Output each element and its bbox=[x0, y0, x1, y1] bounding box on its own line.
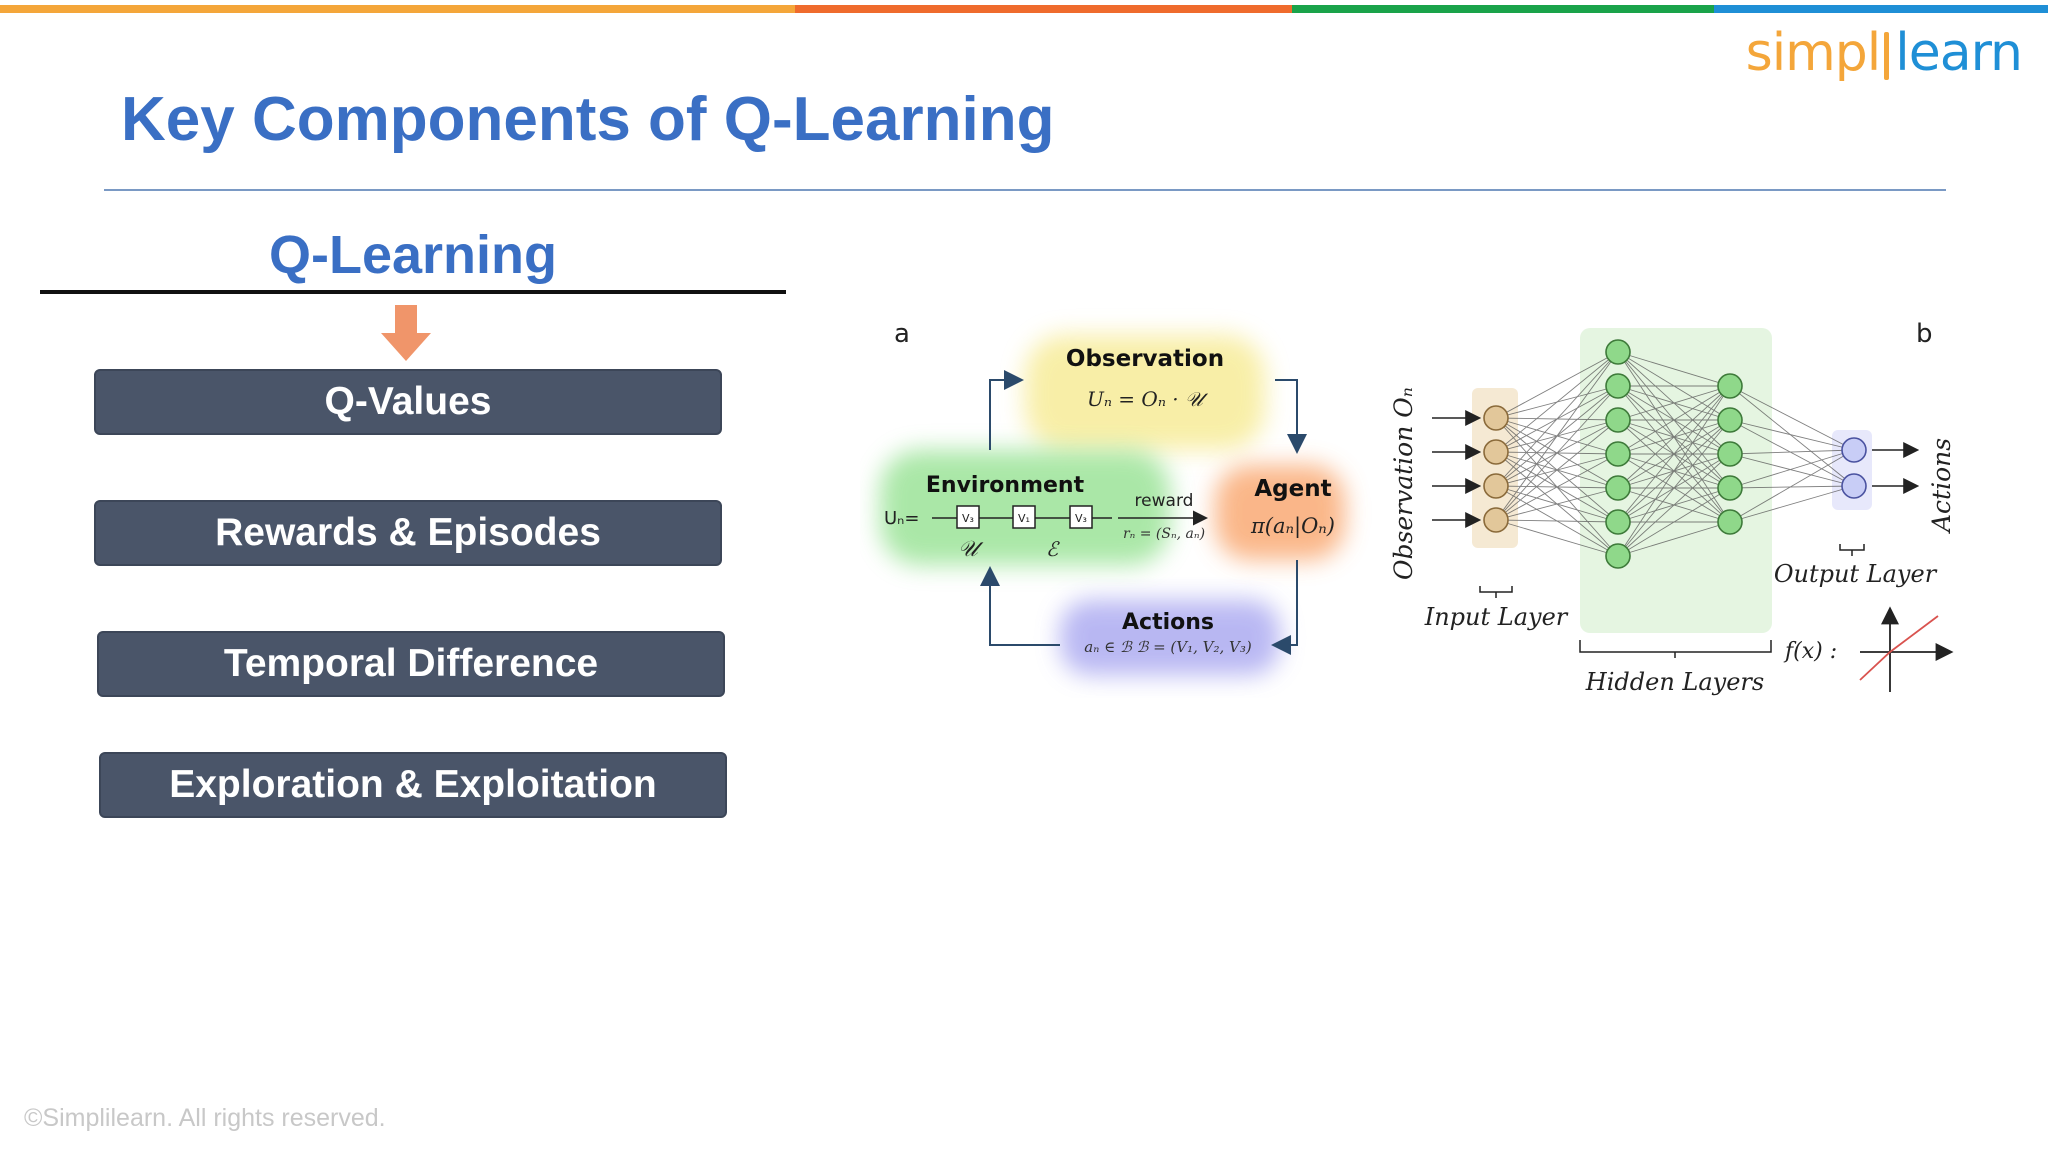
network-connection bbox=[1617, 487, 1731, 557]
observation-equation: Uₙ = Oₙ · 𝒰 bbox=[1087, 387, 1209, 411]
network-connection bbox=[1495, 351, 1619, 487]
item-rewards-episodes[interactable]: Rewards & Episodes bbox=[94, 500, 722, 566]
network-connection bbox=[1729, 449, 1855, 523]
network-connection bbox=[1729, 419, 1855, 487]
env-box-1: V₃ bbox=[962, 512, 974, 525]
network-node bbox=[1717, 441, 1743, 467]
network-connection bbox=[1729, 449, 1855, 455]
network-connection bbox=[1617, 453, 1731, 557]
network-connection bbox=[1729, 385, 1855, 451]
network-connection bbox=[1617, 385, 1731, 421]
environment-e-symbol: ℰ bbox=[1046, 537, 1060, 561]
diagram-graphic: a Observation Uₙ = Oₙ · 𝒰 Environment Uₙ… bbox=[880, 319, 1956, 696]
network-connection bbox=[1729, 485, 1855, 489]
observation-highlight bbox=[1025, 335, 1265, 450]
title-divider bbox=[104, 189, 1946, 191]
page-title: Key Components of Q-Learning bbox=[121, 85, 1055, 154]
network-node bbox=[1483, 507, 1509, 533]
observation-axis-label: Observation Oₙ bbox=[1389, 387, 1418, 580]
network-connection bbox=[1495, 487, 1619, 521]
network-connection bbox=[1495, 453, 1619, 521]
network-connection bbox=[1495, 419, 1619, 521]
network-connection bbox=[1729, 449, 1855, 489]
network-node bbox=[1605, 475, 1631, 501]
logo-text-learn: learn bbox=[1895, 23, 2023, 83]
hidden-layers-label: Hidden Layers bbox=[1585, 668, 1764, 696]
top-color-bar-graphic bbox=[0, 5, 2048, 13]
network-connection bbox=[1495, 519, 1619, 523]
network-node bbox=[1717, 373, 1743, 399]
environment-label: Environment bbox=[926, 473, 1085, 498]
item-exploration-exploitation[interactable]: Exploration & Exploitation bbox=[99, 752, 727, 818]
network-connection bbox=[1617, 521, 1731, 557]
section-heading-underline bbox=[40, 290, 786, 294]
section-heading: Q-Learning bbox=[268, 225, 557, 285]
activation-curve bbox=[1859, 615, 1939, 681]
observation-label: Observation bbox=[1066, 346, 1224, 372]
network-connection bbox=[1495, 385, 1619, 521]
network-connection bbox=[1617, 351, 1731, 387]
actions-equation: aₙ ∈ ℬ ℬ = (V₁, V₂, V₃) bbox=[1084, 638, 1252, 656]
reward-equation: rₙ = (Sₙ, aₙ) bbox=[1123, 526, 1205, 542]
network-connection bbox=[1617, 419, 1731, 557]
output-layer-label: Output Layer bbox=[1774, 560, 1938, 588]
network-connection bbox=[1729, 485, 1855, 523]
network-node bbox=[1717, 475, 1743, 501]
network-node bbox=[1483, 439, 1509, 465]
activation-label: f(x) : bbox=[1783, 639, 1837, 664]
actions-highlight bbox=[1060, 600, 1280, 675]
item-q-values[interactable]: Q-Values bbox=[94, 369, 722, 435]
network-connection bbox=[1617, 385, 1731, 455]
network-node bbox=[1717, 407, 1743, 433]
down-arrow-icon bbox=[381, 305, 431, 361]
network-node bbox=[1841, 473, 1867, 499]
network-connection bbox=[1495, 351, 1619, 453]
network-node bbox=[1605, 407, 1631, 433]
network-node bbox=[1605, 441, 1631, 467]
network-node bbox=[1717, 509, 1743, 535]
agent-label: Agent bbox=[1254, 476, 1331, 502]
item-temporal-difference[interactable]: Temporal Difference bbox=[97, 631, 725, 697]
env-box-2: V₁ bbox=[1018, 512, 1030, 525]
network-connection bbox=[1617, 385, 1731, 489]
network-node bbox=[1605, 509, 1631, 535]
copyright-footer: ©Simplilearn. All rights reserved. bbox=[24, 1104, 386, 1132]
agent-highlight bbox=[1215, 465, 1345, 560]
network-node bbox=[1605, 543, 1631, 569]
network-connection bbox=[1729, 385, 1855, 487]
network-connection bbox=[1495, 351, 1619, 521]
input-layer-label: Input Layer bbox=[1424, 603, 1569, 631]
environment-prefix: Uₙ= bbox=[884, 508, 919, 529]
env-box-3: V₃ bbox=[1075, 512, 1087, 525]
network-node bbox=[1605, 339, 1631, 365]
reward-label: reward bbox=[1135, 491, 1194, 511]
panel-a-label: a bbox=[894, 319, 910, 349]
network-node bbox=[1483, 473, 1509, 499]
network-node bbox=[1605, 373, 1631, 399]
network-node bbox=[1483, 405, 1509, 431]
actions-label: Actions bbox=[1122, 610, 1214, 635]
logo-divider bbox=[1884, 32, 1890, 80]
logo-text-simpl: simpl bbox=[1745, 23, 1882, 83]
top-color-bar bbox=[0, 0, 2048, 13]
actions-axis-label: Actions bbox=[1927, 438, 1956, 534]
network-connection bbox=[1495, 351, 1619, 419]
q-learning-diagram: a Observation Uₙ = Oₙ · 𝒰 Environment Uₙ… bbox=[860, 300, 1970, 720]
network-connection bbox=[1617, 385, 1731, 523]
panel-b-label: b bbox=[1916, 319, 1933, 349]
network-node bbox=[1841, 437, 1867, 463]
network-connection bbox=[1729, 419, 1855, 451]
network-connection bbox=[1495, 519, 1619, 557]
network-connection bbox=[1729, 453, 1855, 487]
network-connection bbox=[1617, 385, 1731, 557]
agent-equation: π(aₙ|Oₙ) bbox=[1250, 514, 1335, 539]
